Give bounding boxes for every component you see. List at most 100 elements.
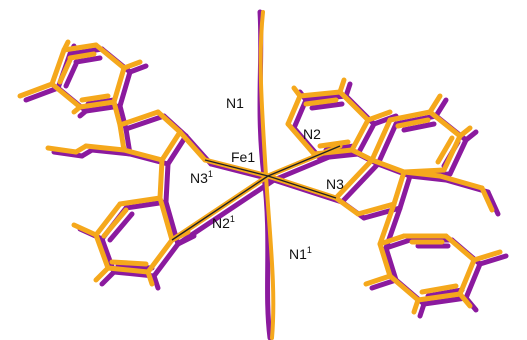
purple-bond-43 [317, 151, 361, 161]
purple-bond-14 [123, 113, 167, 132]
purple-bond-19 [89, 147, 133, 157]
fe-coordination-bond-1 [267, 145, 341, 177]
orange-bond-4 [49, 81, 83, 110]
orange-bond-81 [411, 297, 421, 315]
orange-bond-78 [419, 283, 459, 295]
purple-bond-78 [425, 287, 465, 299]
purple-bond-35 [99, 269, 117, 287]
orange-bond-58 [437, 173, 485, 191]
orange-bond-13 [111, 99, 123, 128]
orange-bond-28 [105, 265, 151, 275]
purple-bond-63 [447, 137, 469, 177]
orange-bond-61 [387, 109, 433, 123]
orange-bond-31 [101, 207, 129, 239]
orange-bond-56 [333, 157, 375, 201]
orange-bond-10 [121, 59, 143, 71]
purple-bond-24 [163, 161, 171, 205]
purple-bond-60 [375, 121, 399, 167]
orange-bond-0 [61, 42, 99, 53]
purple-bond-16 [165, 133, 189, 167]
purple-bond-74 [421, 295, 469, 307]
orange-bond-32 [109, 259, 149, 267]
orange-bond-30 [157, 195, 175, 243]
purple-bond-32 [115, 263, 155, 271]
label-n3: N3 [326, 176, 344, 192]
purple-bond-70 [383, 237, 413, 251]
orange-bond-24 [157, 157, 165, 201]
orange-bond-79 [471, 249, 503, 263]
orange-bond-72 [443, 233, 477, 263]
orange-bond-2 [111, 65, 127, 105]
orange-bond-15 [155, 109, 183, 135]
orange-bond-9 [61, 39, 71, 53]
orange-bond-12 [17, 81, 55, 99]
purple-bond-67 [433, 97, 449, 119]
purple-bond-82 [369, 277, 399, 291]
orange-bond-48 [291, 85, 303, 99]
purple-bond-31 [107, 211, 135, 243]
orange-bond-67 [427, 93, 443, 115]
label-n2: N2 [303, 126, 321, 142]
orange-bond-16 [159, 129, 183, 163]
purple-bond-65 [401, 121, 437, 133]
orange-bond-17 [121, 147, 165, 163]
purple-bond-59 [485, 189, 501, 217]
orange-bond-82 [363, 273, 393, 287]
orange-bond-3 [77, 99, 117, 110]
purple-bond-36 [151, 273, 161, 291]
orange-bond-7 [79, 93, 111, 103]
purple-bond-21 [51, 149, 85, 159]
orange-bond-34 [71, 222, 99, 238]
purple-bond-73 [463, 261, 483, 301]
purple-bond-79 [477, 253, 509, 267]
orange-bond-14 [117, 109, 161, 128]
orange-bond-70 [377, 233, 407, 247]
fe-coordination-bond-3 [171, 175, 269, 241]
orange-bond-8 [57, 57, 73, 85]
orange-bond-73 [457, 257, 477, 297]
orange-bond-47 [317, 139, 351, 149]
purple-bond-76 [383, 245, 399, 283]
orange-bond-75 [387, 273, 421, 303]
orange-bond-21 [45, 145, 79, 155]
orange-bond-59 [479, 185, 495, 213]
orange-bond-19 [83, 143, 127, 153]
orange-bond-66 [435, 135, 455, 165]
orange-bond-64 [401, 167, 447, 175]
orange-bond-42 [349, 117, 371, 153]
orange-bond-76 [377, 241, 393, 279]
label-n2-prime: N21 [212, 214, 235, 231]
purple-bond-49 [343, 81, 353, 99]
purple-bond-6 [73, 55, 103, 65]
label-n3-prime: N31 [190, 169, 213, 186]
purple-bond-53 [397, 173, 413, 211]
orange-bond-60 [369, 117, 393, 163]
orange-bond-55 [333, 195, 361, 217]
label-n1-prime: N11 [289, 245, 312, 262]
purple-bond-40 [303, 93, 349, 103]
orange-bond-45 [285, 93, 303, 127]
orange-bond-74 [415, 291, 463, 303]
purple-bond-10 [127, 63, 149, 75]
purple-bond-12 [23, 85, 61, 103]
purple-bond-2 [117, 69, 133, 109]
orange-bond-80 [457, 291, 473, 309]
purple-bond-33 [175, 177, 277, 247]
orange-bond-1 [93, 42, 127, 71]
orange-bond-35 [93, 265, 111, 283]
purple-bond-37 [175, 233, 197, 247]
purple-bond-81 [417, 301, 427, 319]
orange-bond-53 [391, 169, 407, 207]
orange-bond-11 [71, 104, 83, 115]
purple-bond-29 [151, 241, 181, 279]
orange-bond-65 [395, 117, 431, 129]
orange-bond-40 [297, 89, 343, 99]
orange-bond-29 [145, 237, 175, 275]
orange-bond-50 [365, 109, 393, 123]
orange-bond-36 [145, 269, 155, 287]
atom-labels: N1 Fe1 N2 N31 N3 N21 N11 [190, 95, 344, 262]
orange-bond-25 [117, 195, 163, 207]
orange-bond-6 [67, 51, 97, 61]
orange-bond-63 [441, 133, 463, 173]
